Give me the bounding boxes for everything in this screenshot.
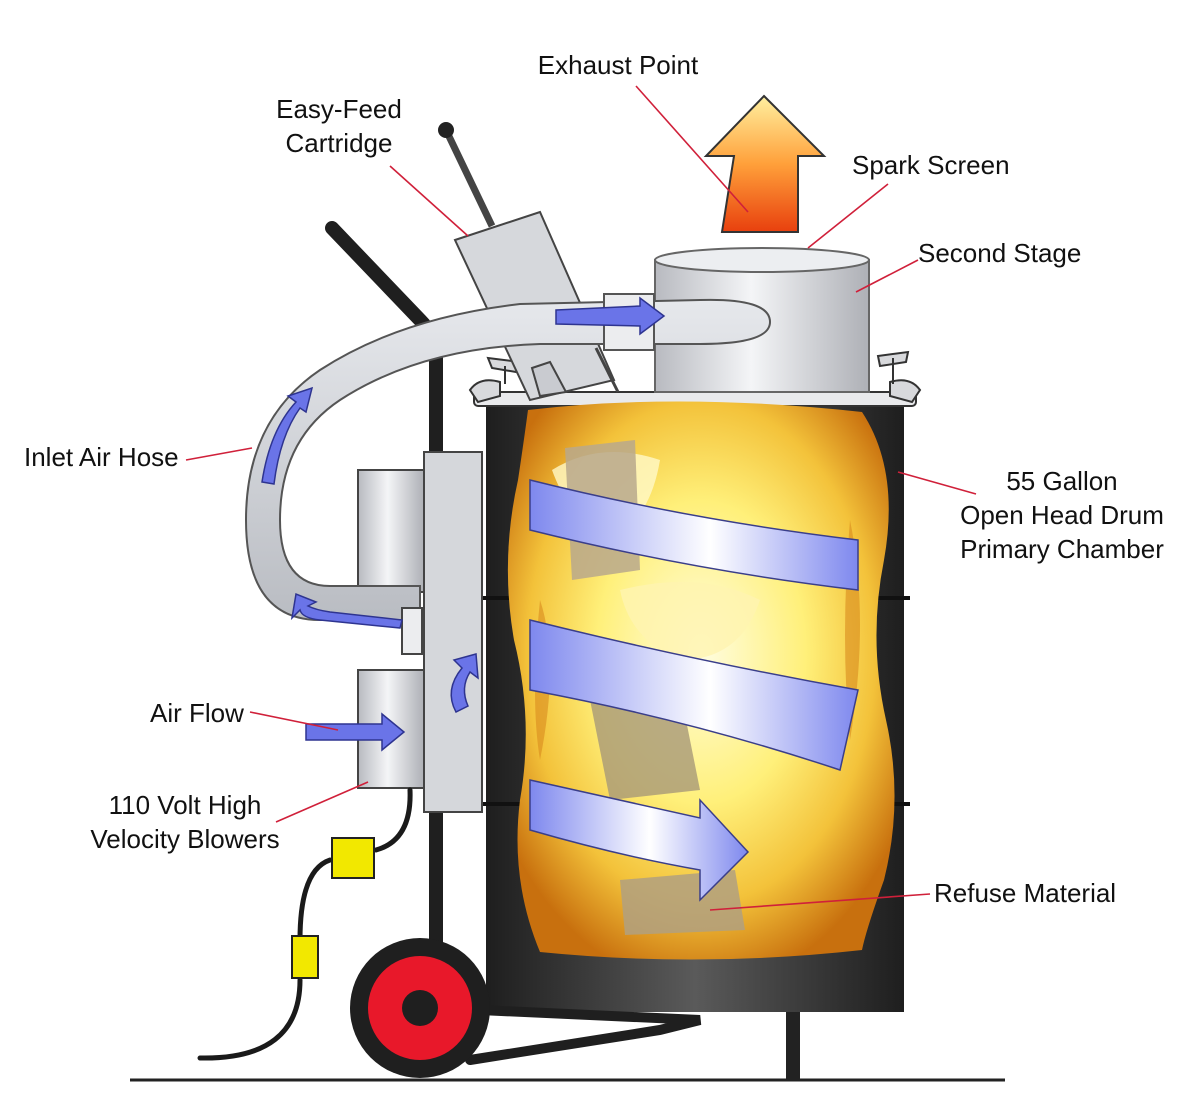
leader-lines (185, 85, 977, 911)
easy-feed-cartridge-label: Easy-Feed Cartridge (250, 92, 428, 160)
second-stage-label: Second Stage (918, 236, 1081, 270)
blower-mount-plate (423, 451, 483, 813)
easy-feed-line1: Easy-Feed (276, 94, 402, 124)
air-flow-text: Air Flow (150, 698, 244, 728)
refuse-material-text: Refuse Material (934, 878, 1117, 908)
easy-feed-cartridge (438, 122, 620, 402)
inlet-air-hose (244, 298, 772, 621)
exhaust-arrow (703, 94, 827, 233)
hose-coupling-bottom (401, 607, 423, 655)
power-cord (197, 787, 413, 1061)
flow-arrows (261, 296, 666, 752)
spark-screen-label: Spark Screen (852, 148, 1010, 182)
wheel (350, 938, 490, 1078)
drum-line2: Open Head Drum (960, 500, 1164, 530)
easy-feed-line2: Cartridge (285, 128, 393, 158)
drum-line1: 55 Gallon (1006, 466, 1118, 496)
drum-label: 55 Gallon Open Head Drum Primary Chamber (950, 464, 1174, 566)
upper-blower (357, 469, 425, 593)
spiral-air-flow (529, 479, 859, 902)
air-flow-label: Air Flow (150, 696, 244, 730)
lid-clamps (468, 350, 922, 404)
drum-line3: Primary Chamber (960, 534, 1164, 564)
second-stage-text: Second Stage (918, 238, 1082, 268)
blowers-label: 110 Volt High Velocity Blowers (80, 788, 290, 856)
exhaust-point-text: Exhaust Point (537, 50, 699, 80)
spark-screen-text: Spark Screen (852, 150, 1010, 180)
exhaust-point-label: Exhaust Point (520, 48, 716, 82)
blowers-line2: Velocity Blowers (90, 824, 280, 854)
yellow-plug-lower (291, 935, 319, 979)
yellow-plug-upper (331, 837, 375, 879)
blowers-line1: 110 Volt High (108, 790, 262, 820)
refuse-material-label: Refuse Material (934, 876, 1116, 910)
inlet-air-hose-text: Inlet Air Hose (24, 442, 179, 472)
inlet-air-hose-label: Inlet Air Hose (24, 440, 179, 474)
